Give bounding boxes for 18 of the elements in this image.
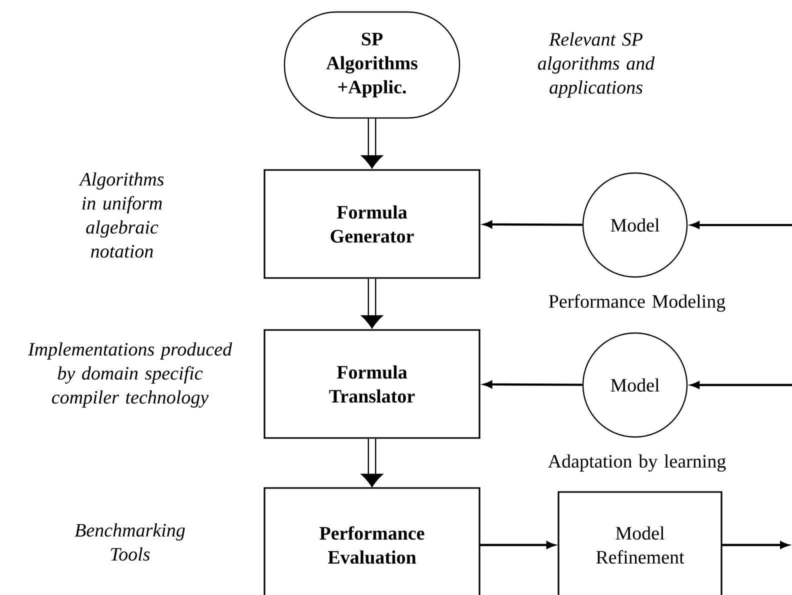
annotation: Algorithms in uniform algebraic notation bbox=[78, 172, 164, 258]
process-box: Formula Generator bbox=[264, 169, 480, 279]
annotation: Implementations produced by domain specific compiler technology bbox=[28, 342, 232, 408]
arrow bbox=[722, 541, 789, 549]
process-box: Model Refinement bbox=[558, 491, 722, 595]
annotation: Benchmarking Tools bbox=[74, 523, 185, 561]
arrow bbox=[361, 438, 383, 488]
arrow bbox=[484, 380, 582, 388]
annotation: Performance Modeling bbox=[548, 294, 726, 312]
arrow bbox=[480, 541, 555, 549]
arrow bbox=[361, 278, 383, 329]
arrow bbox=[484, 220, 582, 228]
process-box: Formula Translator bbox=[264, 329, 480, 439]
annotation: Adaptation by learning bbox=[548, 454, 726, 472]
arrow bbox=[361, 118, 383, 169]
process-box: Performance Evaluation bbox=[264, 487, 480, 595]
start-terminal: SP Algorithms +Applic. bbox=[284, 11, 460, 119]
annotation: Relevant SP algorithms and applications bbox=[538, 32, 655, 98]
